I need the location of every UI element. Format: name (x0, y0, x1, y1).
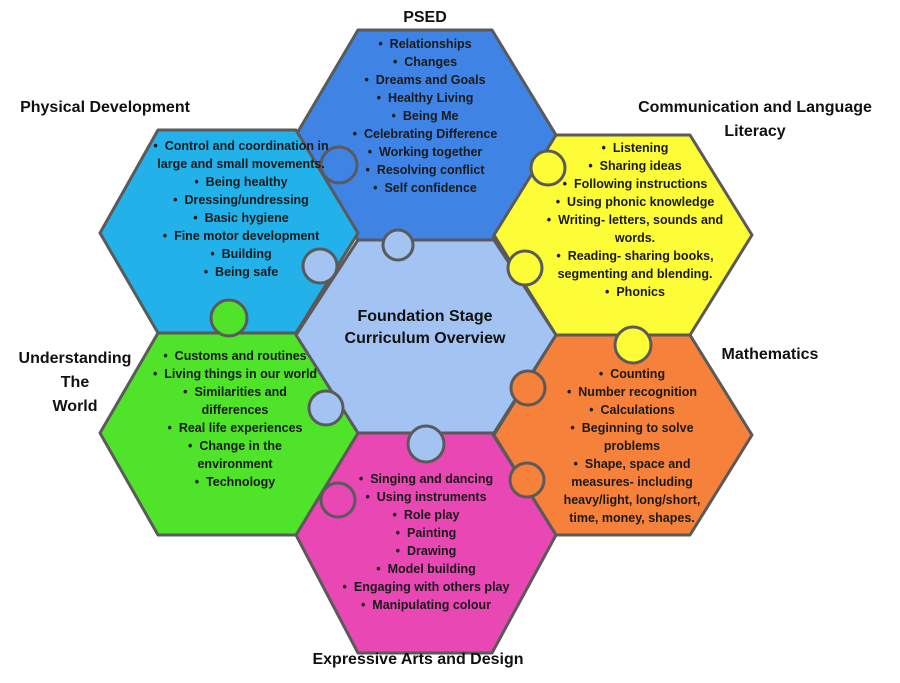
understanding-world-title-line1: Understanding (18, 350, 132, 367)
list-item: Being Me (320, 107, 530, 125)
knob-mathematics-expressive (508, 461, 546, 499)
list-item: Relationships (320, 35, 530, 53)
understanding-world-title-line3: World (52, 398, 98, 415)
list-item: Sharing ideas (540, 157, 730, 175)
list-item: Number recognition (548, 383, 716, 401)
list-item: Following instructions (540, 175, 730, 193)
list-item: Working together (320, 143, 530, 161)
list-item: Using phonic knowledge (540, 193, 730, 211)
list-item: Changes (320, 53, 530, 71)
knob-communication-center (506, 249, 544, 287)
understanding-world-title: Understanding The World (5, 347, 145, 419)
understanding-world-title-line2: The (60, 374, 90, 391)
communication-list: ListeningSharing ideasFollowing instruct… (540, 139, 730, 301)
list-item: Phonics (540, 283, 730, 301)
psed-title: PSED (403, 9, 447, 26)
list-item: Counting (548, 365, 716, 383)
list-item: Model building (338, 560, 514, 578)
center-hexagon (294, 238, 558, 435)
list-item: Self confidence (320, 179, 530, 197)
list-item: Change in the environment (150, 437, 320, 473)
list-item: Living things in our world (150, 365, 320, 383)
list-item: Customs and routines (150, 347, 320, 365)
list-item: Painting (338, 524, 514, 542)
mathematics-title: Mathematics (721, 346, 819, 363)
center-title-line2: Curriculum Overview (344, 330, 506, 347)
list-item: Using instruments (338, 488, 514, 506)
list-item: Dressing/undressing (152, 191, 330, 209)
list-item: Fine motor development (152, 227, 330, 245)
list-item: Celebrating Difference (320, 125, 530, 143)
communication-title: Communication and Language Literacy (610, 96, 900, 144)
list-item: Role play (338, 506, 514, 524)
list-item: Real life experiences (150, 419, 320, 437)
list-item: Reading- sharing books, segmenting and b… (540, 247, 730, 283)
list-item: Listening (540, 139, 730, 157)
list-item: Singing and dancing (338, 470, 514, 488)
list-item: Resolving conflict (320, 161, 530, 179)
list-item: Basic hygiene (152, 209, 330, 227)
list-item: Being safe (152, 263, 330, 281)
understanding-world-list: Customs and routinesLiving things in our… (150, 347, 320, 491)
psed-list: RelationshipsChangesDreams and GoalsHeal… (320, 35, 530, 197)
expressive-arts-title: Expressive Arts and Design (312, 651, 524, 668)
list-item: Drawing (338, 542, 514, 560)
center-title-line1: Foundation Stage (357, 308, 493, 325)
list-item: Engaging with others play (338, 578, 514, 596)
list-item: Manipulating colour (338, 596, 514, 614)
list-item: Healthy Living (320, 89, 530, 107)
knob-communication-mathematics (613, 325, 653, 365)
expressive-arts-list: Singing and dancingUsing instrumentsRole… (338, 470, 514, 614)
communication-title-line2: Literacy (724, 123, 786, 140)
list-item: Being healthy (152, 173, 330, 191)
knob-psed-center (381, 228, 415, 262)
list-item: Writing- letters, sounds and words. (540, 211, 730, 247)
center-title: Foundation Stage Curriculum Overview (300, 306, 550, 350)
list-item: Similarities and differences (150, 383, 320, 419)
physical-development-list: Control and coordination in large and sm… (152, 137, 330, 281)
list-item: Control and coordination in large and sm… (152, 137, 330, 173)
physical-development-title: Physical Development (20, 99, 190, 116)
list-item: Dreams and Goals (320, 71, 530, 89)
knob-mathematics-center (509, 369, 547, 407)
knob-world-physical (209, 298, 249, 338)
list-item: Building (152, 245, 330, 263)
list-item: Technology (150, 473, 320, 491)
communication-title-line1: Communication and Language (638, 99, 872, 116)
list-item: Shape, space and measures- including hea… (548, 455, 716, 527)
mathematics-list: CountingNumber recognitionCalculationsBe… (548, 365, 716, 527)
list-item: Beginning to solve problems (548, 419, 716, 455)
list-item: Calculations (548, 401, 716, 419)
knob-center-expressive (406, 424, 446, 464)
